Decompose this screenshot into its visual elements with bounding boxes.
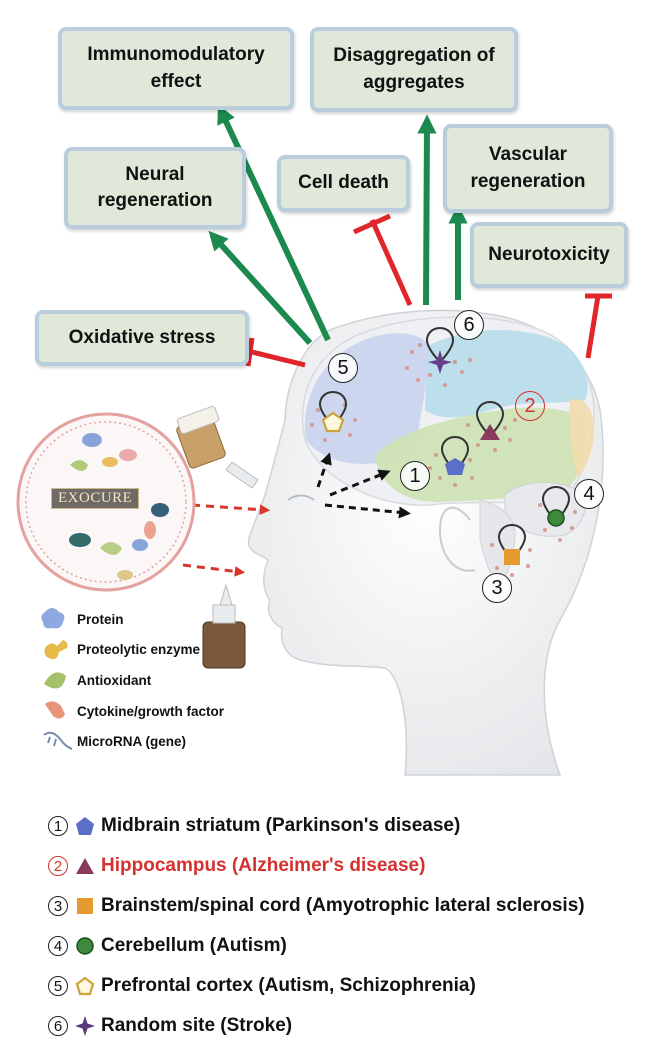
orange-square-icon bbox=[504, 549, 520, 565]
site-legend-row-5: 5 Prefrontal cortex (Autism, Schizophren… bbox=[48, 971, 476, 1001]
site-legend-row-2: 2 Hippocampus (Alzheimer's disease) bbox=[48, 851, 425, 881]
brainstem bbox=[479, 499, 516, 591]
antioxidant-icon bbox=[44, 672, 66, 689]
purple-star-icon bbox=[75, 1016, 95, 1036]
protein-icon bbox=[41, 608, 65, 629]
effect-box-disaggregation: Disaggregation of aggregates bbox=[310, 27, 518, 112]
green-circle-icon bbox=[76, 937, 94, 955]
nasal-spray-bottom bbox=[202, 583, 246, 669]
site-label: Hippocampus (Alzheimer's disease) bbox=[101, 855, 426, 876]
site-label: Midbrain striatum (Parkinson's disease) bbox=[101, 815, 461, 836]
brain-number-6: 6 bbox=[454, 310, 484, 340]
site-number: 1 bbox=[48, 816, 68, 836]
effect-box-vascular-regeneration: Vascular regeneration bbox=[443, 124, 613, 213]
orange-square-icon bbox=[77, 898, 93, 914]
blue-pentagon-icon bbox=[76, 817, 94, 835]
site-number: 2 bbox=[48, 856, 68, 876]
purple-triangle-icon bbox=[76, 858, 94, 874]
brain-number-1: 1 bbox=[400, 461, 430, 491]
site-pins bbox=[318, 326, 571, 565]
effect-box-immunomodulatory: Immunomodulatory effect bbox=[58, 27, 294, 110]
nasal-spray-top bbox=[176, 405, 259, 489]
site-number: 4 bbox=[48, 936, 68, 956]
component-label-cytokine: Cytokine/growth factor bbox=[77, 704, 225, 719]
enzyme-icon bbox=[44, 640, 68, 660]
purple-triangle-icon bbox=[480, 424, 500, 440]
site-legend-row-3: 3 Brainstem/spinal cord (Amyotrophic lat… bbox=[48, 891, 585, 921]
component-label-microrna: MicroRNA (gene) bbox=[77, 734, 187, 749]
component-label-antioxidant: Antioxidant bbox=[77, 673, 152, 688]
purple-star-icon bbox=[428, 350, 452, 374]
eye bbox=[287, 494, 315, 501]
microrna-icon bbox=[43, 731, 73, 750]
ear bbox=[438, 506, 476, 572]
exocure-label: EXOCURE bbox=[51, 488, 140, 509]
site-number: 6 bbox=[48, 1016, 68, 1036]
component-legend-icons bbox=[41, 608, 73, 750]
gold-pentagon-outline-icon bbox=[75, 976, 95, 996]
brain-number-4: 4 bbox=[574, 479, 604, 509]
vesicle-cargo bbox=[69, 433, 169, 580]
site-label: Brainstem/spinal cord (Amyotrophic later… bbox=[101, 895, 585, 916]
inhibit-bars bbox=[245, 213, 612, 368]
brain-number-3: 3 bbox=[482, 573, 512, 603]
green-circle-icon bbox=[547, 509, 565, 527]
cytokine-icon bbox=[45, 701, 65, 719]
brain-number-5: 5 bbox=[328, 353, 358, 383]
site-label: Cerebellum (Autism) bbox=[101, 935, 287, 956]
effect-box-neurotoxicity: Neurotoxicity bbox=[470, 222, 628, 288]
component-label-proteolytic-enzyme: Proteolytic enzyme bbox=[77, 642, 201, 657]
site-number: 5 bbox=[48, 976, 68, 996]
site-label: Random site (Stroke) bbox=[101, 1015, 293, 1036]
site-legend-row-4: 4 Cerebellum (Autism) bbox=[48, 931, 287, 961]
exosome-delivery-arrows bbox=[182, 503, 271, 577]
brain-number-2: 2 bbox=[515, 391, 545, 421]
nasal-route-arrows bbox=[316, 452, 411, 519]
effect-box-cell-death: Cell death bbox=[277, 155, 410, 212]
effect-box-neural-regeneration: Neural regeneration bbox=[64, 147, 246, 229]
particle-dots bbox=[310, 343, 577, 577]
gold-pentagon-outline-icon bbox=[321, 411, 345, 433]
brain-parietal-lobe bbox=[425, 330, 588, 418]
site-label: Prefrontal cortex (Autism, Schizophrenia… bbox=[101, 975, 476, 996]
component-label-protein: Protein bbox=[77, 612, 124, 627]
promote-arrows bbox=[208, 104, 468, 346]
site-legend-row-1: 1 Midbrain striatum (Parkinson's disease… bbox=[48, 811, 460, 841]
brain-occipital-lobe bbox=[569, 399, 595, 478]
blue-pentagon-icon bbox=[445, 458, 465, 475]
site-number: 3 bbox=[48, 896, 68, 916]
effect-box-oxidative-stress: Oxidative stress bbox=[35, 310, 249, 366]
site-legend-row-6: 6 Random site (Stroke) bbox=[48, 1011, 292, 1041]
